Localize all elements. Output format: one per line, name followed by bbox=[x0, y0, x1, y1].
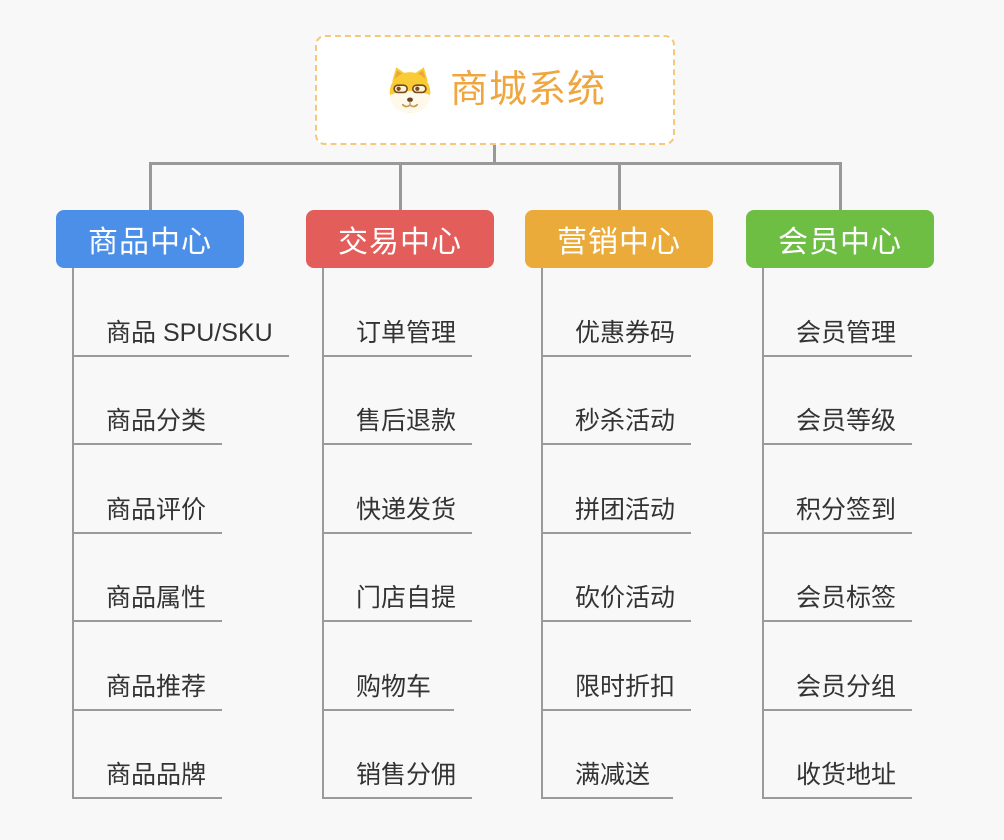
connector-root-stem bbox=[493, 145, 496, 165]
branch-topic-label: 会员中心 bbox=[778, 226, 902, 259]
branch-children-trade: 订单管理 售后退款 快递发货 门店自提 购物车 销售分佣 bbox=[322, 268, 473, 799]
child-topic-label: 优惠券码 bbox=[575, 318, 676, 347]
branch-children-members: 会员管理 会员等级 积分签到 会员标签 会员分组 收货地址 bbox=[762, 268, 913, 799]
child-topic-label: 积分签到 bbox=[796, 495, 897, 524]
branch-topic-products[interactable]: 商品中心 bbox=[56, 210, 244, 268]
child-topic[interactable]: 秒杀活动 bbox=[543, 357, 692, 445]
child-topic[interactable]: 购物车 bbox=[324, 622, 454, 711]
branch-topic-members[interactable]: 会员中心 bbox=[746, 210, 934, 268]
child-topic-label: 会员管理 bbox=[796, 318, 897, 347]
connector-stem bbox=[399, 162, 402, 210]
child-topic[interactable]: 砍价活动 bbox=[543, 534, 692, 622]
child-topic[interactable]: 商品推荐 bbox=[74, 622, 223, 711]
child-topic[interactable]: 商品属性 bbox=[74, 534, 223, 622]
child-topic[interactable]: 商品品牌 bbox=[74, 711, 223, 799]
child-topic[interactable]: 会员管理 bbox=[764, 268, 913, 357]
child-topic-label: 快递发货 bbox=[356, 495, 457, 524]
child-topic[interactable]: 积分签到 bbox=[764, 445, 913, 534]
child-topic-label: 销售分佣 bbox=[356, 761, 457, 790]
child-topic-label: 收货地址 bbox=[796, 761, 897, 790]
branch-topic-trade[interactable]: 交易中心 bbox=[306, 210, 494, 268]
child-topic-label: 售后退款 bbox=[356, 407, 457, 436]
child-topic-label: 商品分类 bbox=[106, 407, 207, 436]
child-topic[interactable]: 限时折扣 bbox=[543, 622, 692, 711]
child-topic-label: 门店自提 bbox=[356, 584, 457, 613]
connector-stem bbox=[839, 162, 842, 210]
child-topic[interactable]: 满减送 bbox=[543, 711, 673, 799]
doge-icon bbox=[389, 67, 431, 113]
child-topic-label: 商品推荐 bbox=[106, 672, 207, 701]
child-topic-label: 会员标签 bbox=[796, 584, 897, 613]
child-topic-label: 拼团活动 bbox=[575, 495, 676, 524]
child-topic[interactable]: 会员等级 bbox=[764, 357, 913, 445]
connector-stem bbox=[618, 162, 621, 210]
child-topic[interactable]: 快递发货 bbox=[324, 445, 473, 534]
branch-children-marketing: 优惠券码 秒杀活动 拼团活动 砍价活动 限时折扣 满减送 bbox=[541, 268, 692, 799]
branch-topic-label: 营销中心 bbox=[557, 226, 681, 259]
child-topic-label: 砍价活动 bbox=[575, 584, 676, 613]
child-topic[interactable]: 会员分组 bbox=[764, 622, 913, 711]
child-topic[interactable]: 售后退款 bbox=[324, 357, 473, 445]
child-topic[interactable]: 商品 SPU/SKU bbox=[74, 268, 289, 357]
branch-topic-label: 交易中心 bbox=[338, 226, 462, 259]
root-topic[interactable]: 商城系统 bbox=[315, 35, 675, 145]
child-topic[interactable]: 订单管理 bbox=[324, 268, 473, 357]
child-topic[interactable]: 收货地址 bbox=[764, 711, 913, 799]
branch-topic-label: 商品中心 bbox=[88, 226, 212, 259]
connector-stem bbox=[149, 162, 152, 210]
branch-children-products: 商品 SPU/SKU 商品分类 商品评价 商品属性 商品推荐 商品品牌 bbox=[72, 268, 289, 799]
child-topic[interactable]: 优惠券码 bbox=[543, 268, 692, 357]
child-topic-label: 秒杀活动 bbox=[575, 407, 676, 436]
child-topic-label: 商品品牌 bbox=[106, 761, 207, 790]
child-topic-label: 商品评价 bbox=[106, 495, 207, 524]
child-topic-label: 会员等级 bbox=[796, 407, 897, 436]
child-topic[interactable]: 销售分佣 bbox=[324, 711, 473, 799]
child-topic[interactable]: 商品评价 bbox=[74, 445, 223, 534]
child-topic[interactable]: 门店自提 bbox=[324, 534, 473, 622]
child-topic-label: 限时折扣 bbox=[575, 672, 676, 701]
child-topic[interactable]: 拼团活动 bbox=[543, 445, 692, 534]
child-topic-label: 购物车 bbox=[356, 672, 432, 701]
child-topic-label: 会员分组 bbox=[796, 672, 897, 701]
child-topic-label: 订单管理 bbox=[356, 318, 457, 347]
child-topic-label: 商品属性 bbox=[106, 584, 207, 613]
root-topic-label: 商城系统 bbox=[449, 69, 606, 111]
connector-rail bbox=[149, 162, 841, 165]
child-topic-label: 满减送 bbox=[575, 761, 651, 790]
child-topic[interactable]: 商品分类 bbox=[74, 357, 223, 445]
child-topic-label: 商品 SPU/SKU bbox=[106, 318, 273, 347]
branch-topic-marketing[interactable]: 营销中心 bbox=[525, 210, 713, 268]
child-topic[interactable]: 会员标签 bbox=[764, 534, 913, 622]
